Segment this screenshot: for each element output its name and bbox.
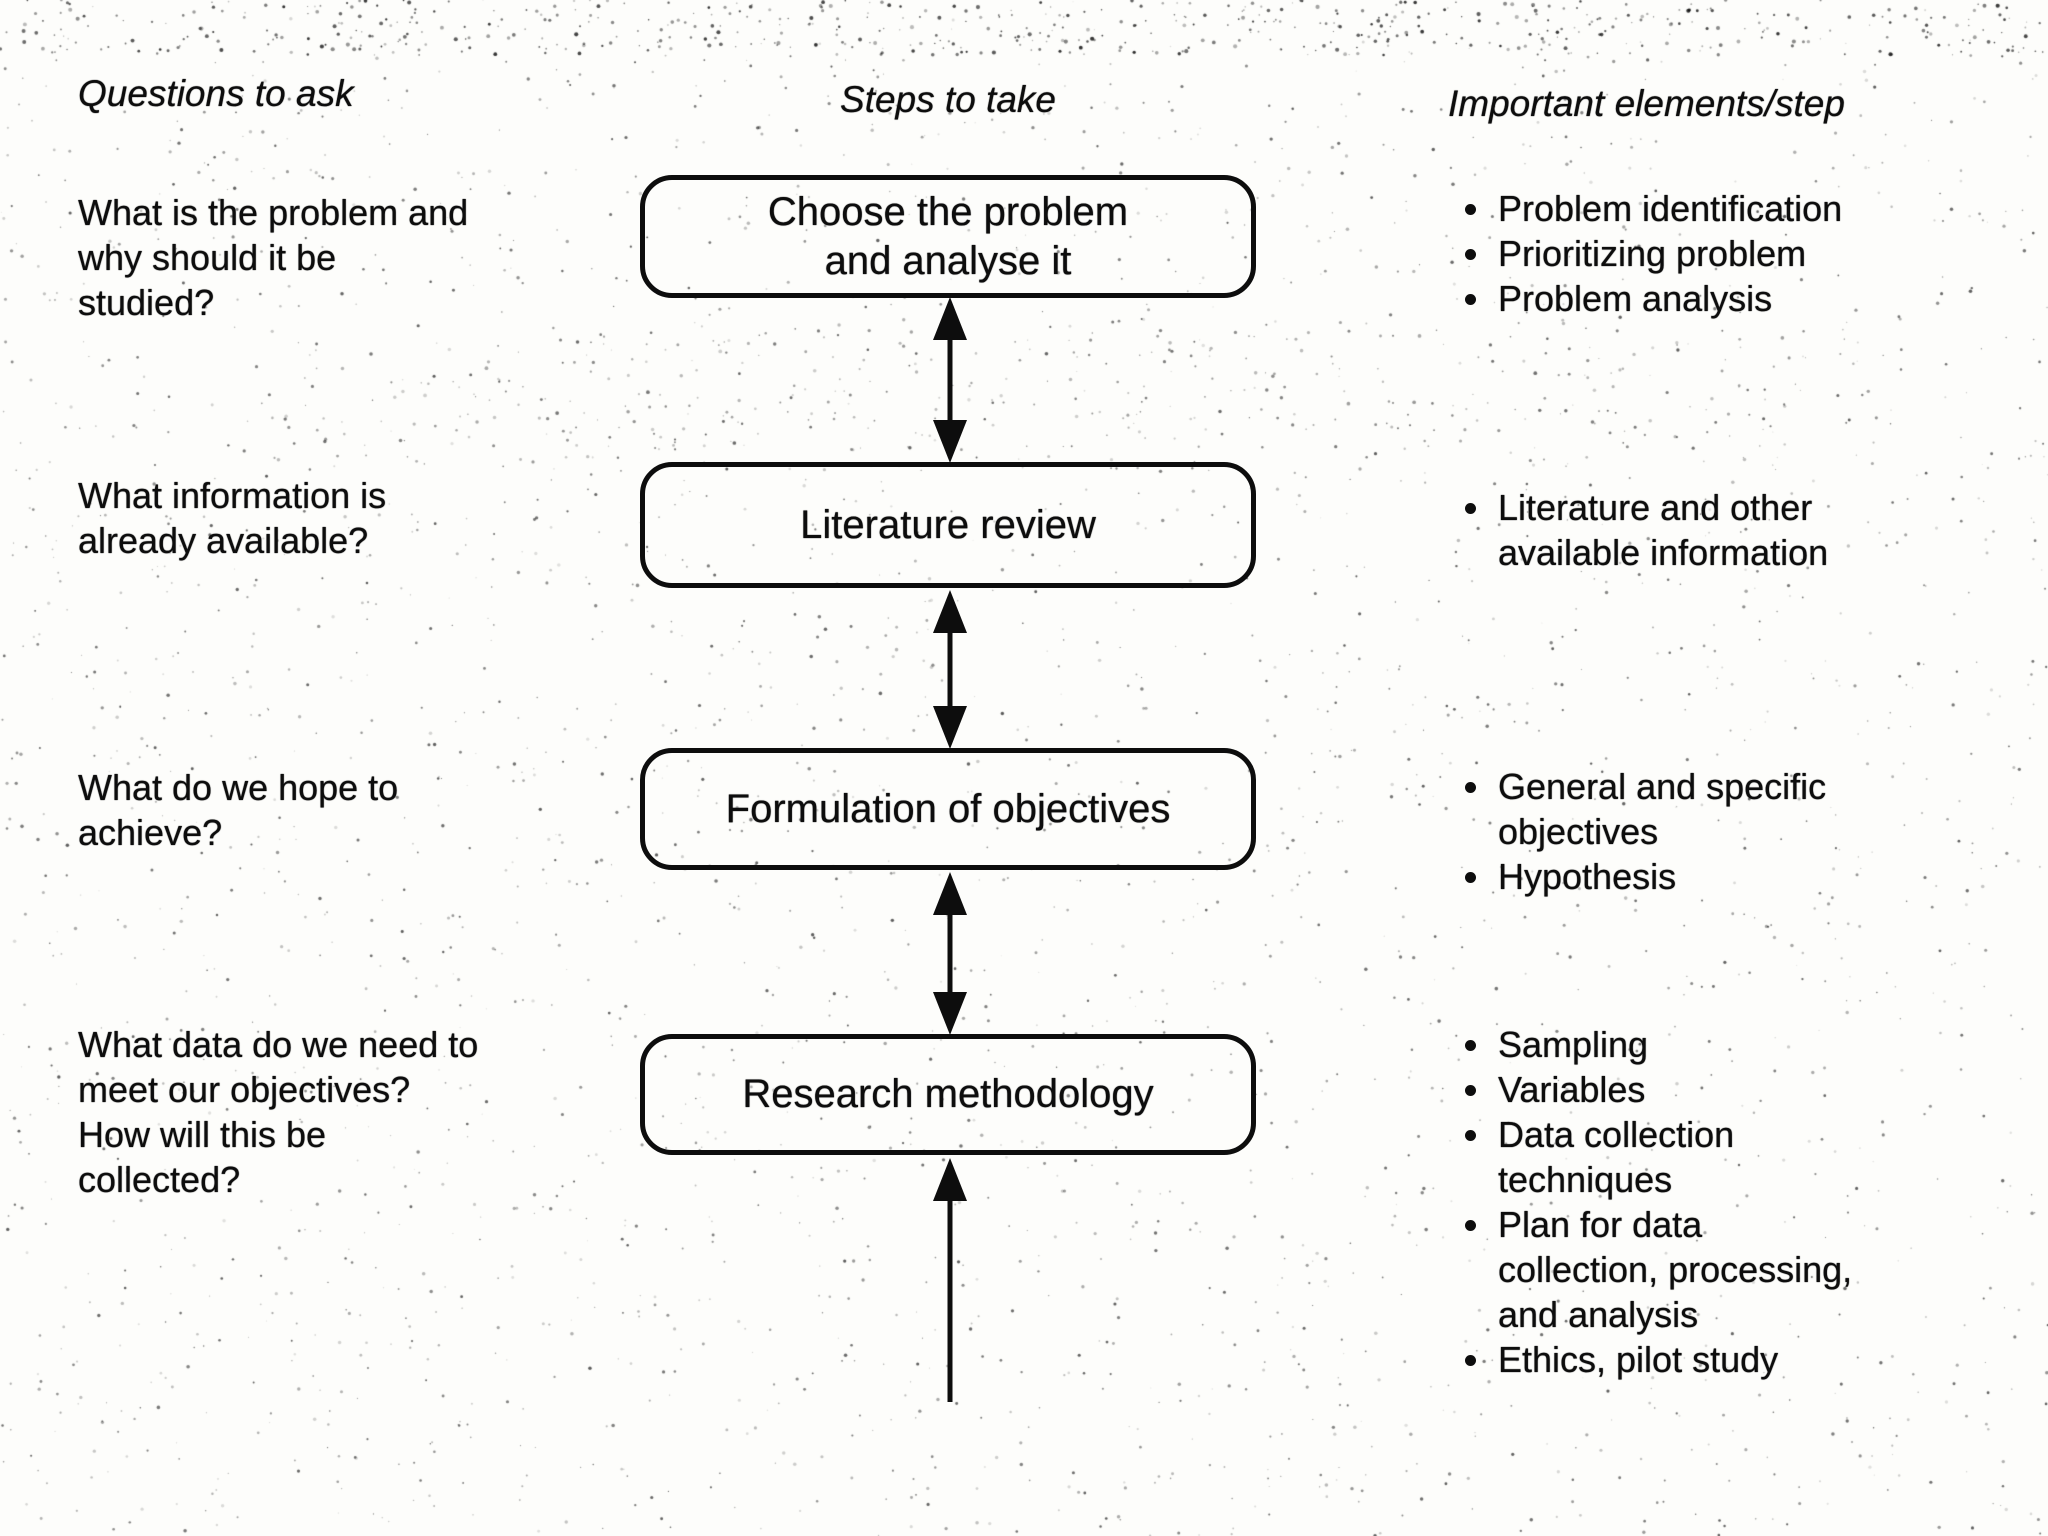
element-item: Data collection techniques — [1494, 1112, 2014, 1202]
element-item: Problem analysis — [1494, 276, 2014, 321]
column-header-questions: Questions to ask — [78, 73, 354, 114]
element-item: Problem identification — [1494, 186, 2014, 231]
element-list: Problem identification Prioritizing prob… — [1452, 186, 2014, 321]
question-text: What do we hope to achieve? — [78, 767, 399, 853]
element-item: Variables — [1494, 1067, 2014, 1112]
step-box-label: Choose the problem and analyse it — [767, 189, 1129, 283]
bidirectional-arrow — [933, 872, 967, 1035]
element-list: General and specific objectives Hypothes… — [1452, 764, 2014, 899]
element-item: General and specific objectives — [1494, 764, 2014, 854]
step-box: Research methodology — [640, 1034, 1256, 1155]
element-item: Sampling — [1494, 1022, 2014, 1067]
column-header-steps: Steps to take — [840, 79, 1056, 120]
element-list: Sampling Variables Data collection techn… — [1452, 1022, 2014, 1382]
element-item: Ethics, pilot study — [1494, 1337, 2014, 1382]
question-text: What information is already available? — [78, 475, 387, 561]
step-box-label: Research methodology — [742, 1072, 1154, 1116]
bidirectional-arrow — [933, 590, 967, 749]
column-header-elements: Important elements/step — [1448, 83, 1845, 124]
element-list: Literature and other available informati… — [1452, 485, 2014, 575]
step-box: Formulation of objectives — [640, 748, 1256, 870]
step-box: Choose the problem and analyse it — [640, 175, 1256, 298]
step-box: Literature review — [640, 462, 1256, 588]
step-box-label: Literature review — [800, 502, 1096, 547]
question-text: What is the problem and why should it be… — [78, 192, 469, 323]
step-box-label: Formulation of objectives — [725, 786, 1171, 831]
bidirectional-arrow — [933, 297, 967, 463]
element-item: Plan for data collection, processing, an… — [1494, 1202, 2014, 1337]
element-item: Prioritizing problem — [1494, 231, 2014, 276]
element-item: Literature and other available informati… — [1494, 485, 2014, 575]
question-text: What data do we need to meet our objecti… — [78, 1024, 479, 1200]
up-arrow — [933, 1158, 967, 1402]
element-item: Hypothesis — [1494, 854, 2014, 899]
